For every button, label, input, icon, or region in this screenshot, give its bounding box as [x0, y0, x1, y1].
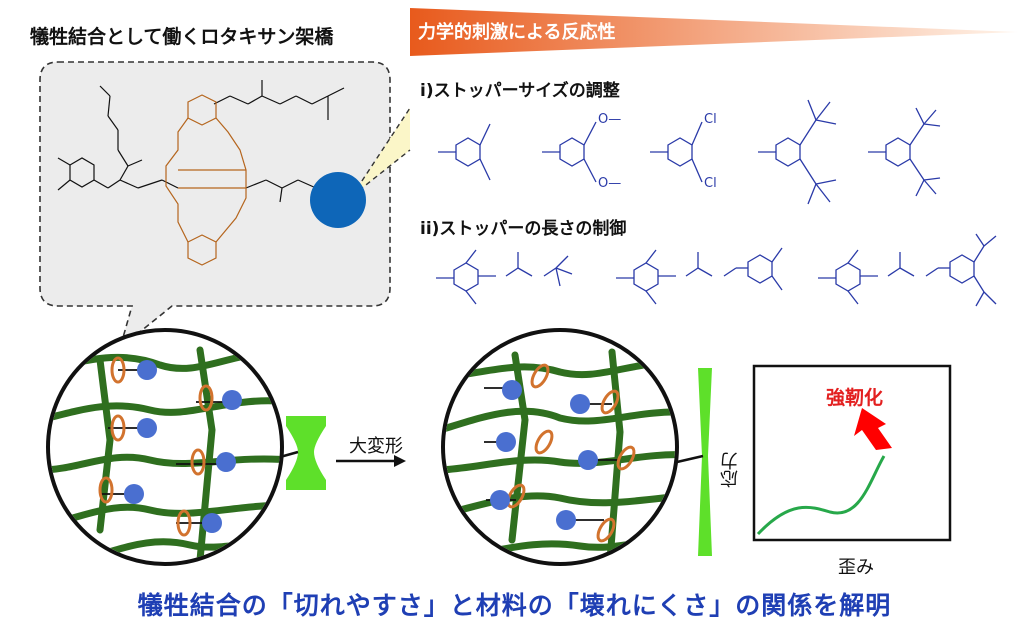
deformation-arrow	[336, 455, 406, 467]
specimen-before	[286, 416, 326, 490]
stopper-di-tert-butyl	[868, 107, 941, 197]
rotaxane-structure	[57, 80, 345, 266]
stopper-long-aryl-carbamate	[616, 247, 783, 305]
stress-axis-label: 応力	[720, 452, 741, 488]
crosslinks-right	[484, 363, 636, 543]
stopper-bead	[310, 172, 366, 228]
molecule-callout	[39, 61, 411, 351]
stress-strain-graph	[752, 364, 952, 542]
methoxy-label-top: O—	[598, 112, 622, 127]
section-stopper-size: i)ストッパーサイズの調整	[420, 81, 620, 101]
summary-caption: 犠牲結合の「切れやすさ」と材料の「壊れにくさ」の関係を解明	[137, 591, 892, 620]
toughening-arrow	[854, 408, 892, 450]
toughening-label: 強靭化	[826, 387, 884, 409]
reactivity-gradient-banner	[410, 8, 1018, 56]
specimen-after	[698, 368, 712, 556]
stopper-dichloro	[650, 121, 703, 183]
stopper-dimethyl	[438, 123, 491, 181]
network-after	[441, 328, 679, 566]
stopper-structures	[436, 99, 997, 307]
stopper-bis-trifluoromethyl	[758, 99, 837, 205]
methoxy-label-bottom: O—	[598, 176, 622, 191]
strain-axis-label: 歪み	[838, 557, 874, 578]
stopper-long-tbu-aryl-carbamate	[818, 233, 997, 307]
reactivity-label: 力学的刺激による反応性	[418, 22, 616, 43]
stopper-long-tbu-carbamate	[436, 249, 573, 305]
chloro-label-top: Cl	[704, 112, 717, 127]
crosslinks-left	[98, 356, 242, 537]
large-deformation-label: 大変形	[349, 436, 403, 457]
stopper-dimethoxy	[542, 121, 597, 183]
chloro-label-bottom: Cl	[704, 176, 717, 191]
network-before	[46, 328, 284, 566]
rotaxane-title: 犠牲結合として働くロタキサン架橋	[30, 26, 334, 48]
section-stopper-length: ii)ストッパーの長さの制御	[420, 219, 627, 239]
